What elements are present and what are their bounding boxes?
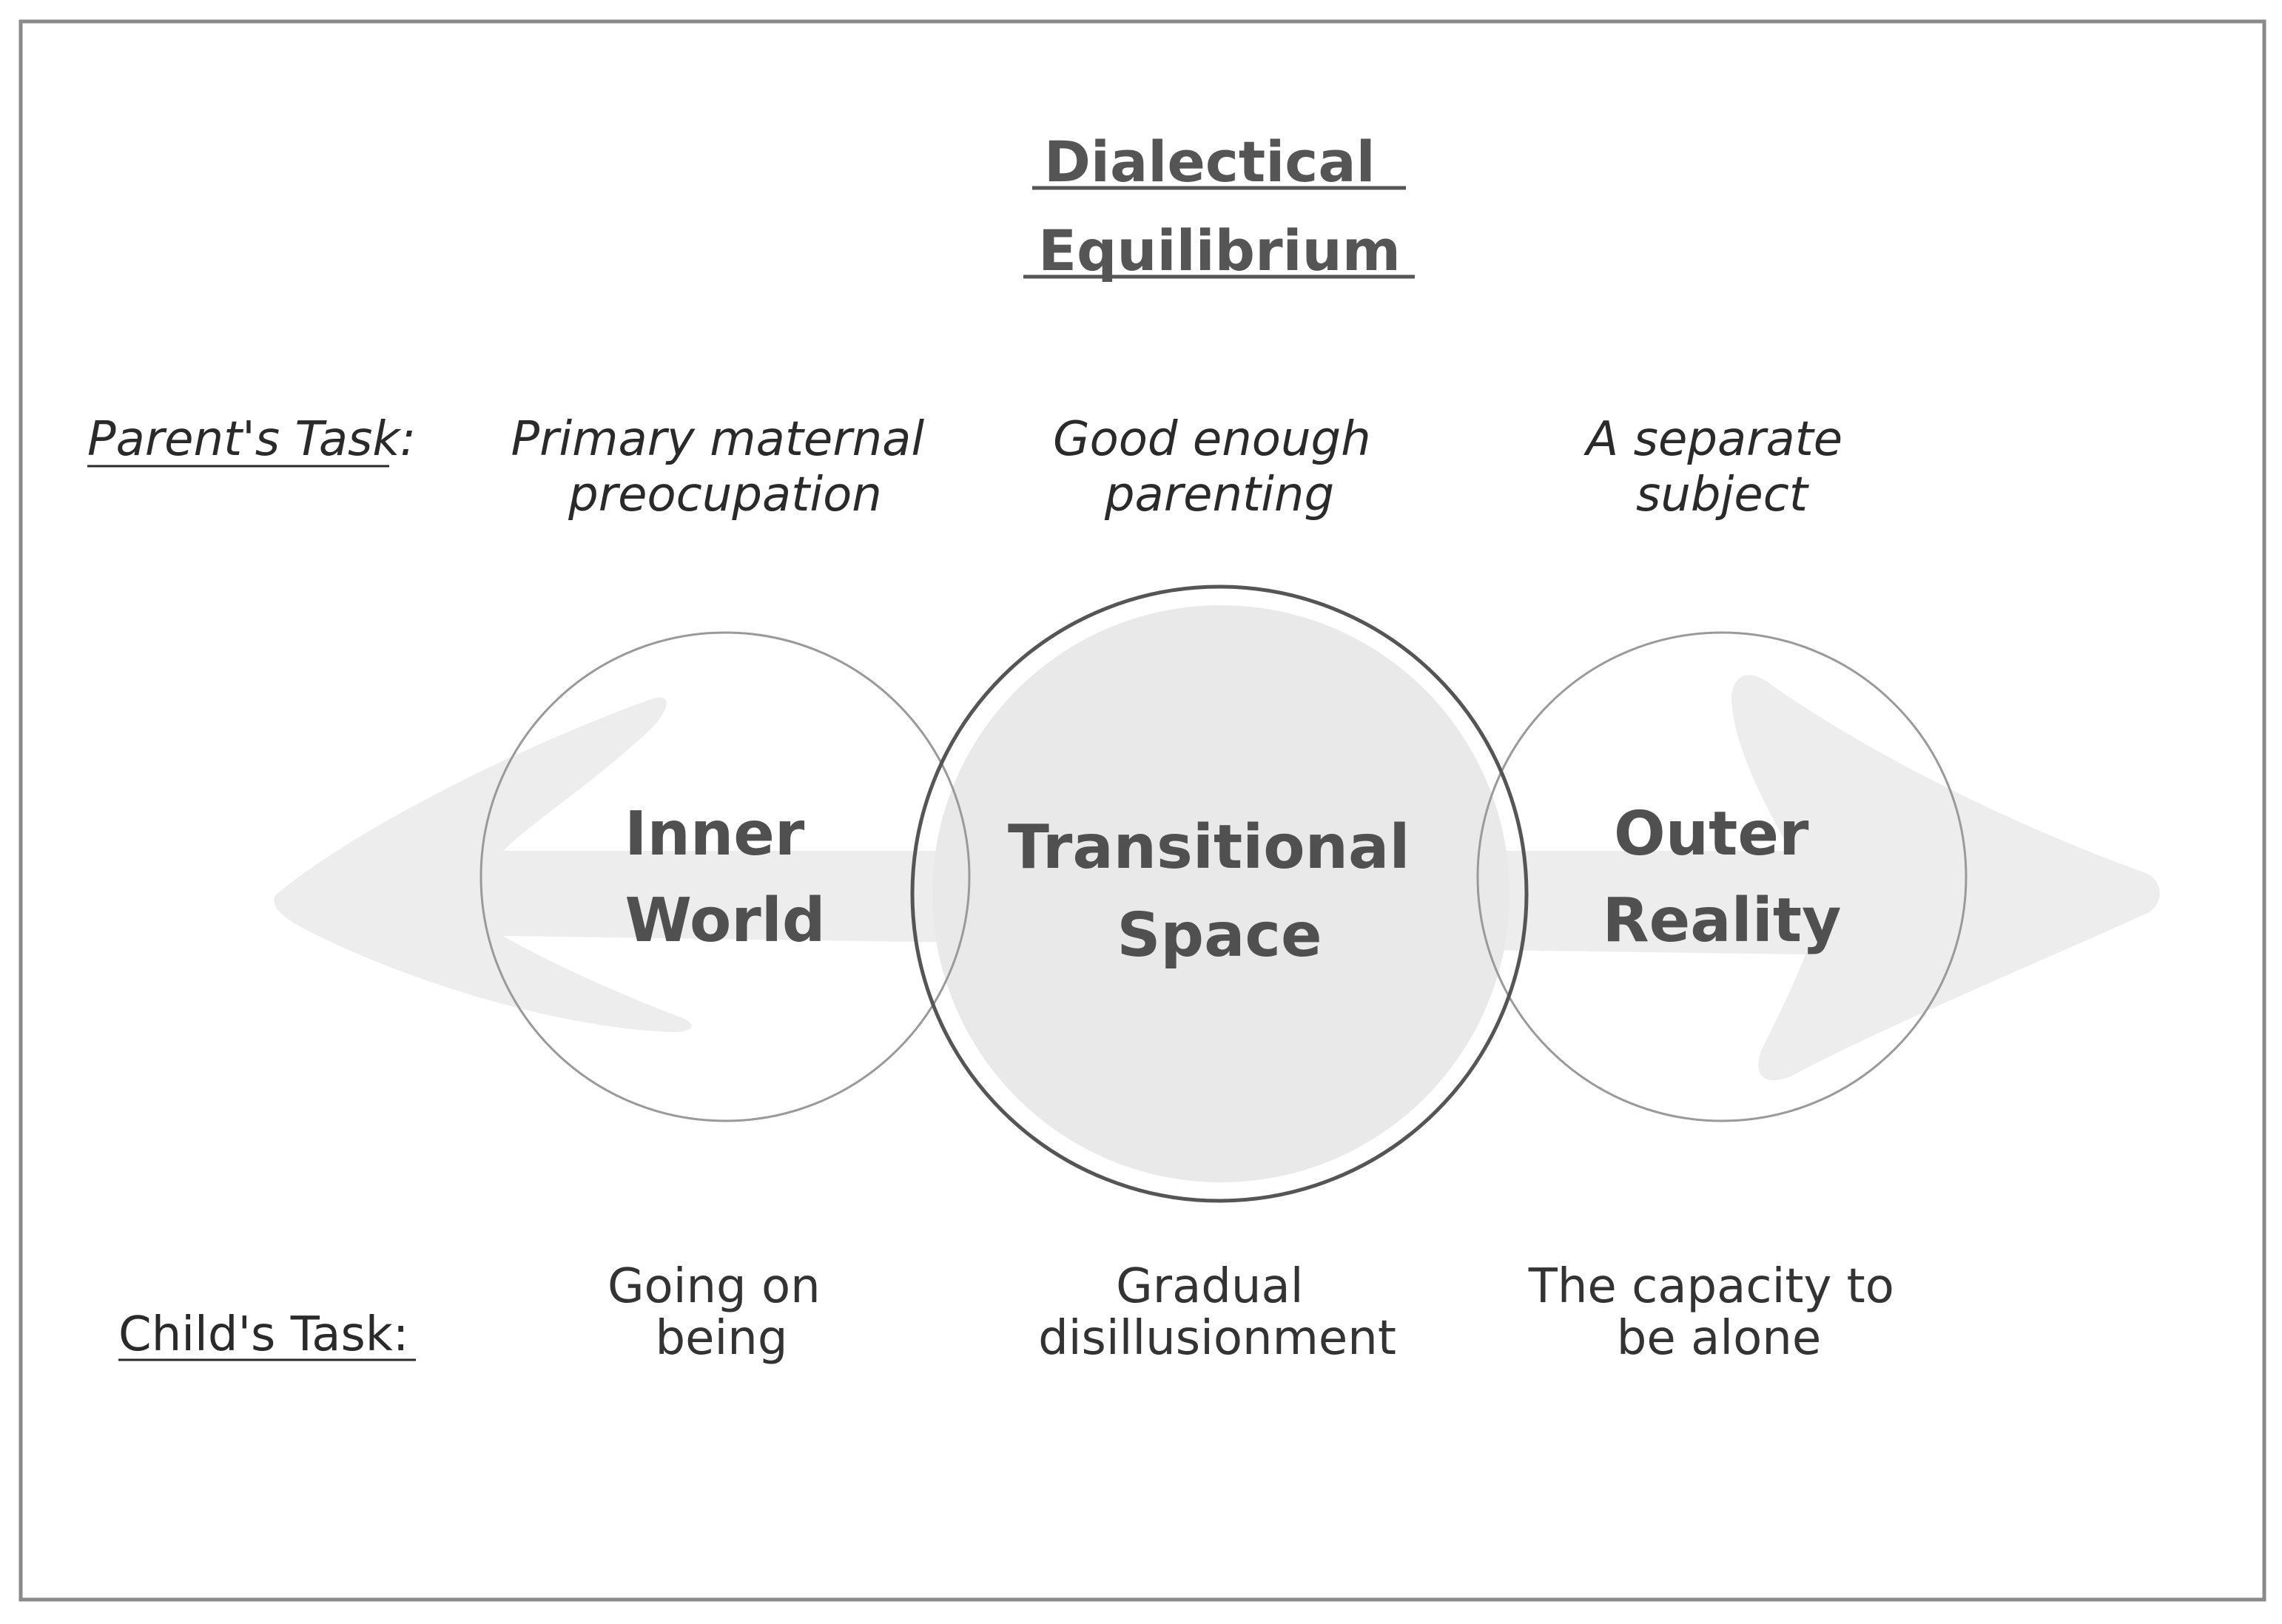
title-line-1: Dialectical — [1044, 129, 1376, 195]
transitional-space-circle — [910, 584, 1529, 1203]
outer-reality-circle — [1476, 631, 1968, 1122]
parent-task-item-inner: Primary maternal preocupation — [511, 412, 939, 522]
parent-task-item-transitional: Good enough parenting — [1053, 412, 1386, 522]
title-line-2: Equilibrium — [1038, 218, 1401, 283]
diagram-title: Dialectical Equilibrium — [1038, 129, 1401, 283]
inner-world-circle — [479, 631, 971, 1122]
child-task-item-transitional: Gradual disillusionment — [1038, 1259, 1396, 1366]
transitional-space-fill — [932, 605, 1509, 1182]
outer-reality-label: Outer Reality — [1603, 799, 1842, 956]
transitional-space-label: Transitional Space — [1008, 812, 1431, 971]
parent-task-item-outer: A separate subject — [1583, 412, 1857, 522]
parent-task-label: Parent's Task: — [87, 412, 416, 467]
inner-world-label: Inner World — [625, 799, 826, 956]
child-task-item-inner: Going on being — [607, 1259, 835, 1366]
child-task-label: Child's Task: — [118, 1307, 408, 1362]
child-task-item-outer: The capacity to be alone — [1528, 1259, 1910, 1366]
